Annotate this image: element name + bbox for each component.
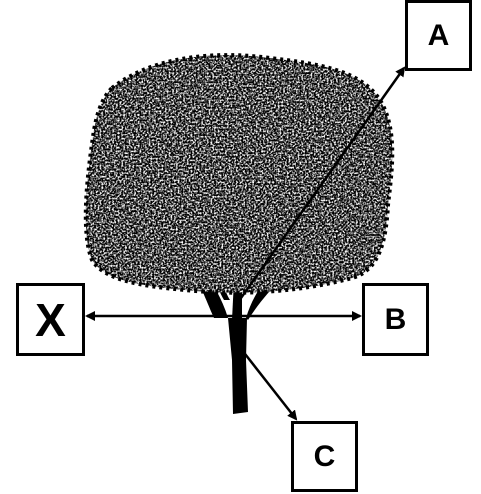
label-x: X [16, 283, 85, 356]
tree-icon [83, 53, 395, 414]
arrow-to-a [234, 66, 406, 306]
label-x-text: X [35, 293, 66, 346]
arrow-to-c [237, 344, 298, 421]
label-a-text: A [427, 18, 450, 52]
label-b-text: B [384, 302, 407, 336]
label-b: B [362, 283, 429, 356]
label-c: C [291, 421, 358, 492]
label-a: A [405, 0, 472, 71]
label-c-text: C [313, 439, 336, 473]
